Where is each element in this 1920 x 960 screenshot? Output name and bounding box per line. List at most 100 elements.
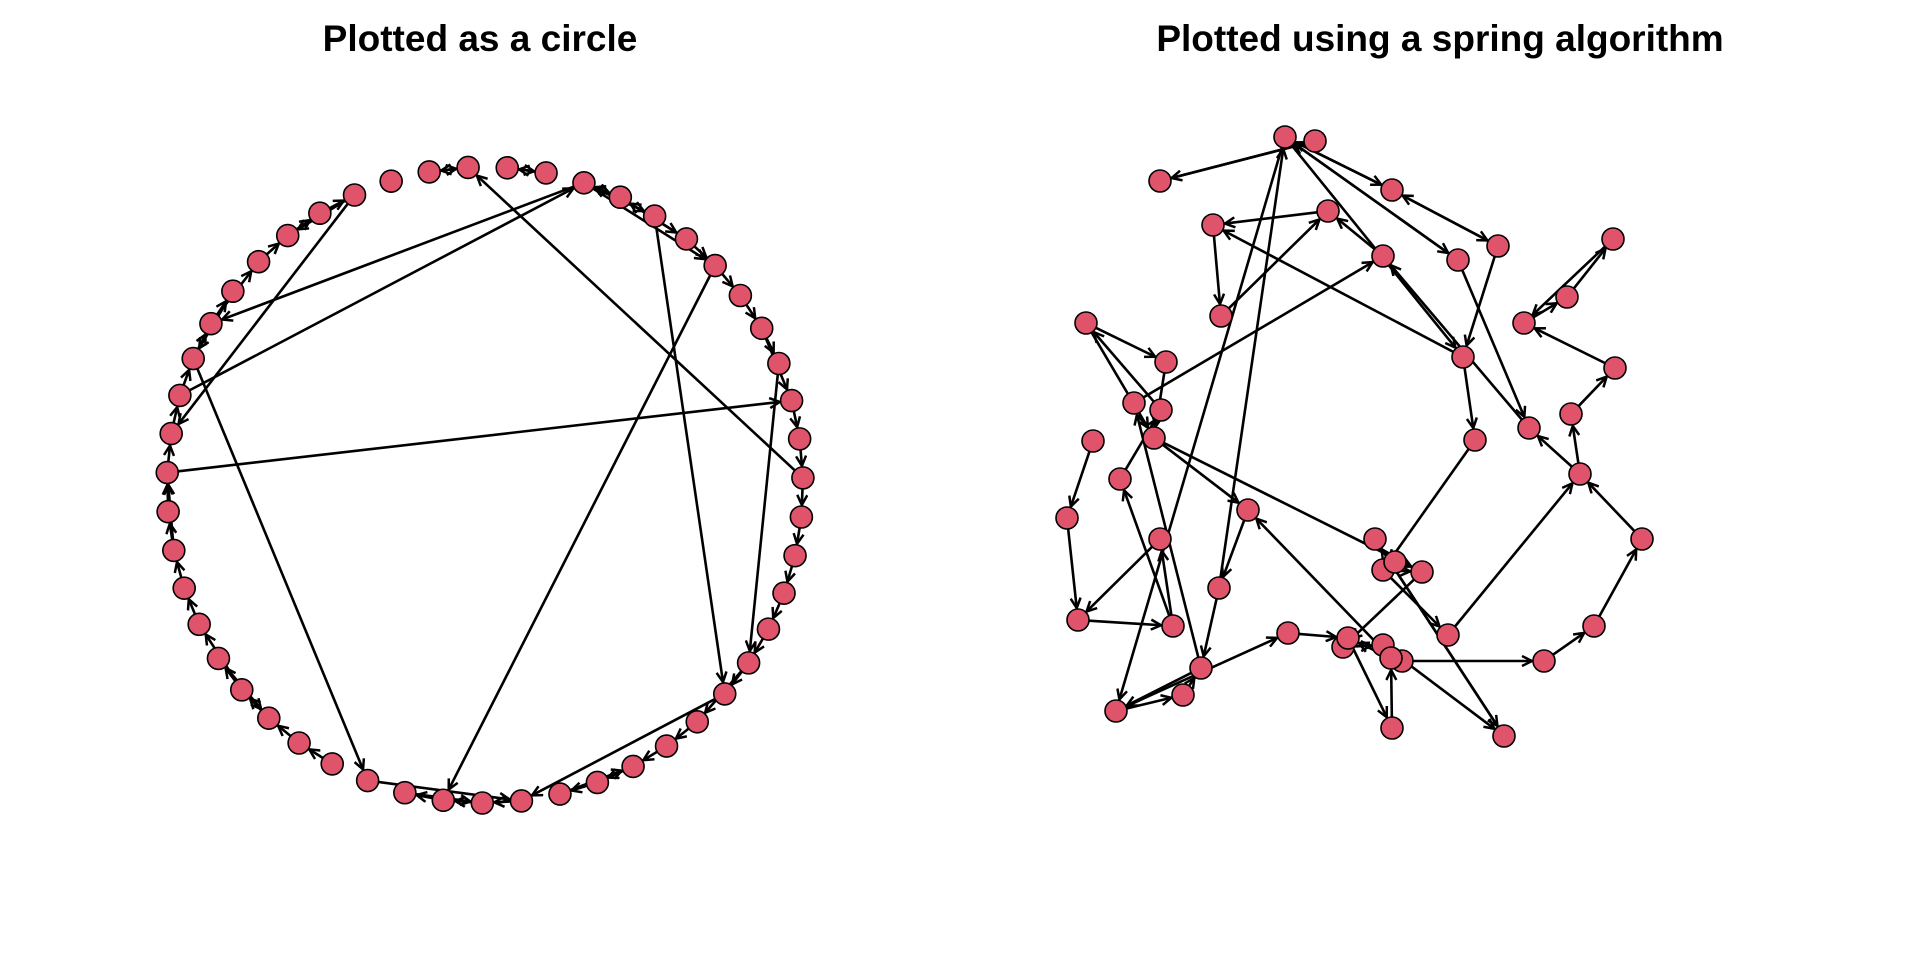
- graph-node: [1303, 129, 1327, 153]
- graph-node: [1363, 527, 1387, 551]
- graph-node: [1383, 550, 1407, 574]
- graph-node: [287, 731, 311, 755]
- graph-node: [1436, 623, 1460, 647]
- graph-node: [159, 421, 183, 446]
- graph-node: [1486, 234, 1510, 258]
- graph-node: [1555, 285, 1579, 309]
- graph-node: [1451, 345, 1475, 369]
- edge-arrow: [1290, 144, 1456, 348]
- spring-layout-graph: [1055, 125, 1654, 748]
- edge-arrow: [1572, 248, 1606, 290]
- spring-layout-title: Plotted using a spring algorithm: [1156, 18, 1724, 59]
- graph-node: [342, 183, 367, 207]
- edge-arrow: [1552, 633, 1584, 656]
- edge-arrow: [676, 727, 690, 739]
- graph-node: [642, 204, 667, 228]
- edge-arrow: [278, 726, 292, 738]
- graph-node: [1201, 213, 1225, 237]
- graph-node: [756, 617, 781, 641]
- edge-arrow: [477, 176, 796, 472]
- graph-node: [749, 316, 774, 341]
- graph-node: [1154, 350, 1178, 374]
- edge-arrow: [1094, 332, 1155, 403]
- edge-arrow: [1533, 245, 1606, 315]
- graph-node: [728, 283, 753, 308]
- edge-arrow: [755, 637, 763, 653]
- graph-node: [1074, 311, 1098, 335]
- graph-node: [548, 782, 572, 806]
- edge-arrow: [222, 185, 575, 320]
- edge-arrow: [1224, 231, 1454, 354]
- graph-node: [1380, 178, 1404, 202]
- graph-node: [772, 581, 796, 606]
- graph-node: [1148, 527, 1172, 551]
- edge-arrow: [532, 697, 716, 795]
- edge-arrow: [750, 374, 780, 650]
- edge-arrow: [1189, 678, 1194, 686]
- edge-arrow: [1391, 265, 1523, 421]
- graph-node: [379, 169, 403, 193]
- edge-arrow: [773, 602, 779, 618]
- edge-arrow: [1223, 519, 1246, 576]
- edge-arrow: [494, 801, 511, 802]
- edge-arrow: [1538, 436, 1573, 468]
- graph-node: [1517, 416, 1541, 440]
- edge-arrow: [184, 370, 189, 386]
- graph-node: [1209, 304, 1233, 328]
- graph-node: [779, 388, 804, 413]
- circle-layout-graph: [155, 155, 815, 815]
- edge-arrow: [1071, 451, 1091, 506]
- graph-node: [534, 161, 558, 185]
- edge-arrow: [1535, 328, 1606, 365]
- graph-node: [275, 223, 300, 248]
- nodes-group: [155, 155, 815, 815]
- edge-arrow: [1463, 367, 1474, 428]
- edge-arrow: [178, 402, 779, 473]
- edge-arrow: [721, 273, 732, 286]
- graph-node: [221, 279, 245, 304]
- edge-arrow: [1337, 219, 1376, 251]
- edge-arrow: [801, 449, 802, 466]
- graph-node: [1108, 467, 1132, 491]
- edge-arrow: [1119, 147, 1284, 700]
- edge-arrow: [309, 749, 324, 758]
- graph-node: [320, 752, 345, 776]
- edge-arrow: [1390, 448, 1470, 560]
- edge-arrow: [1087, 545, 1154, 612]
- graph-node: [256, 706, 281, 730]
- circle-layout-panel: Plotted as a circle: [155, 18, 815, 815]
- edge-arrow: [802, 488, 803, 505]
- edge-arrow: [1219, 149, 1284, 578]
- graph-node: [787, 427, 812, 451]
- edge-arrow: [174, 407, 178, 424]
- edge-arrow: [1225, 211, 1318, 223]
- graph-node: [1630, 527, 1654, 551]
- graph-node: [1148, 169, 1172, 193]
- edge-arrow: [1461, 269, 1524, 417]
- graph-node: [495, 155, 520, 180]
- edge-arrow: [265, 244, 279, 256]
- edge-arrow: [654, 226, 723, 682]
- graph-node: [156, 499, 180, 524]
- edge-arrow: [1351, 647, 1387, 717]
- graph-node: [1379, 646, 1403, 670]
- graph-node: [1081, 429, 1105, 453]
- graph-node: [1161, 614, 1185, 638]
- graph-node: [1603, 356, 1627, 380]
- graph-node: [654, 734, 679, 758]
- edge-arrow: [1403, 196, 1489, 243]
- graph-node: [1601, 227, 1625, 251]
- edge-arrow: [1256, 519, 1385, 651]
- graph-node: [621, 754, 645, 779]
- graph-node: [155, 460, 180, 485]
- edge-arrow: [1095, 326, 1155, 357]
- edge-arrow: [1161, 443, 1239, 503]
- graph-node: [1410, 560, 1434, 584]
- edge-arrow: [519, 169, 536, 171]
- graph-node: [168, 383, 192, 408]
- graph-node: [229, 678, 254, 702]
- graph-node: [1512, 311, 1536, 335]
- graph-node: [1236, 498, 1260, 522]
- edge-arrow: [1391, 670, 1392, 718]
- graph-node: [509, 789, 534, 813]
